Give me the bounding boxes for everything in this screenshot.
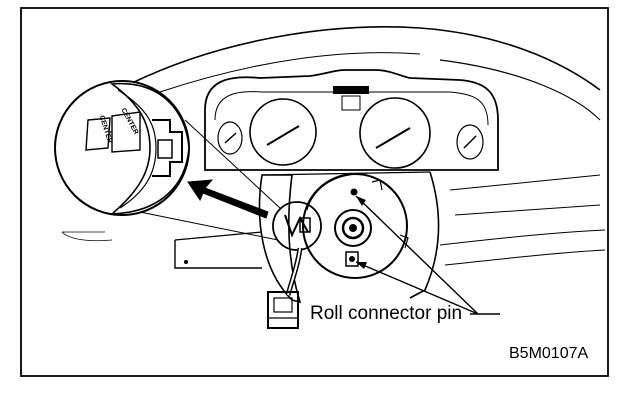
figure-id: B5M0107A	[509, 345, 589, 362]
dashboard-outline-inner	[159, 52, 421, 93]
temp-gauge	[217, 121, 243, 155]
fuel-needle	[463, 135, 477, 149]
roll-connector	[302, 173, 408, 279]
roll-connector-pin-upper	[350, 188, 358, 196]
magnified-mark-left	[85, 117, 111, 151]
dashboard-lower-edge	[449, 174, 601, 191]
dashboard-right-panel	[439, 59, 601, 121]
lower-dash	[174, 240, 262, 269]
callout-arrow-upper	[356, 196, 366, 206]
instrument-cluster	[204, 69, 499, 171]
roll-connector-pin-lower-dot	[349, 256, 355, 262]
center-mark-detail	[284, 214, 309, 238]
dash-screw	[184, 260, 188, 264]
magnified-bracket	[152, 119, 183, 177]
warning-lamp	[341, 95, 361, 111]
callout-arrow-lower	[356, 262, 367, 269]
roll-connector-pin-lower	[345, 251, 359, 267]
speedometer-gauge	[359, 97, 431, 169]
indicator-lamp	[333, 86, 369, 94]
callout-leader-lower	[355, 261, 479, 315]
tachometer-needle	[266, 125, 300, 146]
cluster-hood	[214, 91, 489, 126]
magnify-guide-lower	[139, 211, 279, 241]
lower-dash-top	[174, 231, 263, 241]
speedometer-needle	[375, 127, 411, 149]
right-trim2	[444, 249, 606, 266]
roll-connector-hub-center	[349, 224, 357, 232]
roll-connector-hub-inner	[341, 216, 365, 240]
dashboard-lower-edge2	[454, 204, 601, 216]
column-shroud	[258, 174, 302, 304]
magnified-shadow	[117, 89, 157, 209]
center-mark-area	[272, 201, 322, 251]
center-mark-slot	[299, 217, 311, 233]
column-cover	[261, 171, 431, 176]
temp-needle	[224, 132, 237, 144]
harness-connector	[267, 291, 299, 329]
magnified-mark-right	[111, 111, 141, 153]
harness-connector-inner	[273, 297, 293, 313]
tachometer-gauge	[249, 98, 317, 166]
magnify-guide-upper	[184, 119, 281, 209]
roll-connector-tab	[371, 179, 383, 191]
right-trim	[439, 229, 606, 246]
magnified-bracket-slot	[157, 139, 173, 159]
magnified-connector-body	[109, 82, 190, 215]
roll-connector-pin-label: Roll connector pin	[310, 303, 463, 324]
column-shroud-right	[409, 171, 440, 299]
fuel-gauge	[456, 124, 484, 160]
figure-border	[20, 7, 609, 377]
left-vent	[61, 231, 113, 242]
callout-leader-upper	[355, 195, 479, 315]
roll-connector-hub	[334, 209, 372, 247]
magnify-arrow	[187, 179, 269, 219]
dashboard-outline	[129, 26, 601, 91]
